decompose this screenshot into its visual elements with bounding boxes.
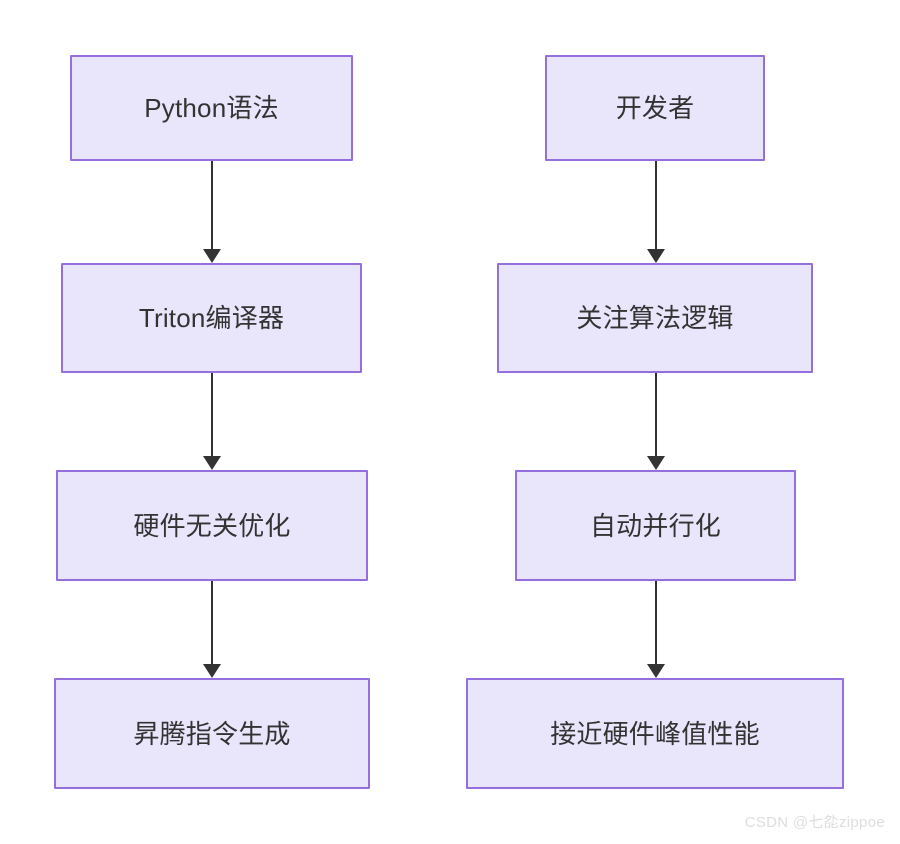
arrow-down-icon bbox=[646, 664, 665, 678]
edge-developer-to-algo-logic bbox=[646, 161, 665, 263]
node-peak-performance[interactable]: 接近硬件峰值性能 bbox=[466, 678, 844, 789]
connector-line bbox=[654, 373, 657, 456]
node-auto-parallel[interactable]: 自动并行化 bbox=[515, 470, 796, 581]
node-python-syntax[interactable]: Python语法 bbox=[70, 55, 353, 161]
node-hw-agnostic-opt[interactable]: 硬件无关优化 bbox=[56, 470, 368, 581]
node-label: Python语法 bbox=[144, 93, 279, 123]
arrow-down-icon bbox=[202, 249, 221, 263]
node-label: 关注算法逻辑 bbox=[576, 303, 734, 333]
arrow-down-icon bbox=[646, 249, 665, 263]
edge-auto-parallel-to-peak-performance bbox=[646, 581, 665, 678]
node-label: 自动并行化 bbox=[589, 510, 721, 541]
arrow-down-icon bbox=[202, 456, 221, 470]
edge-python-syntax-to-triton-compiler bbox=[202, 161, 221, 263]
node-algo-logic[interactable]: 关注算法逻辑 bbox=[497, 263, 813, 373]
edge-algo-logic-to-auto-parallel bbox=[646, 373, 665, 470]
edge-triton-compiler-to-hw-agnostic-opt bbox=[202, 373, 221, 470]
connector-line bbox=[210, 581, 213, 664]
connector-line bbox=[210, 373, 213, 456]
csdn-watermark: CSDN @七夞zippoe bbox=[744, 814, 885, 831]
node-triton-compiler[interactable]: Triton编译器 bbox=[61, 263, 362, 373]
connector-line bbox=[654, 161, 657, 249]
arrow-down-icon bbox=[202, 664, 221, 678]
node-label: Triton编译器 bbox=[138, 303, 285, 333]
node-label: 硬件无关优化 bbox=[133, 510, 291, 541]
node-developer[interactable]: 开发者 bbox=[545, 55, 765, 161]
arrow-down-icon bbox=[646, 456, 665, 470]
node-label: 开发者 bbox=[615, 93, 695, 123]
node-ascend-codegen[interactable]: 昇腾指令生成 bbox=[54, 678, 370, 789]
connector-line bbox=[210, 161, 213, 249]
connector-line bbox=[654, 581, 657, 664]
edge-hw-agnostic-opt-to-ascend-codegen bbox=[202, 581, 221, 678]
node-label: 昇腾指令生成 bbox=[133, 718, 291, 749]
node-label: 接近硬件峰值性能 bbox=[550, 718, 760, 749]
